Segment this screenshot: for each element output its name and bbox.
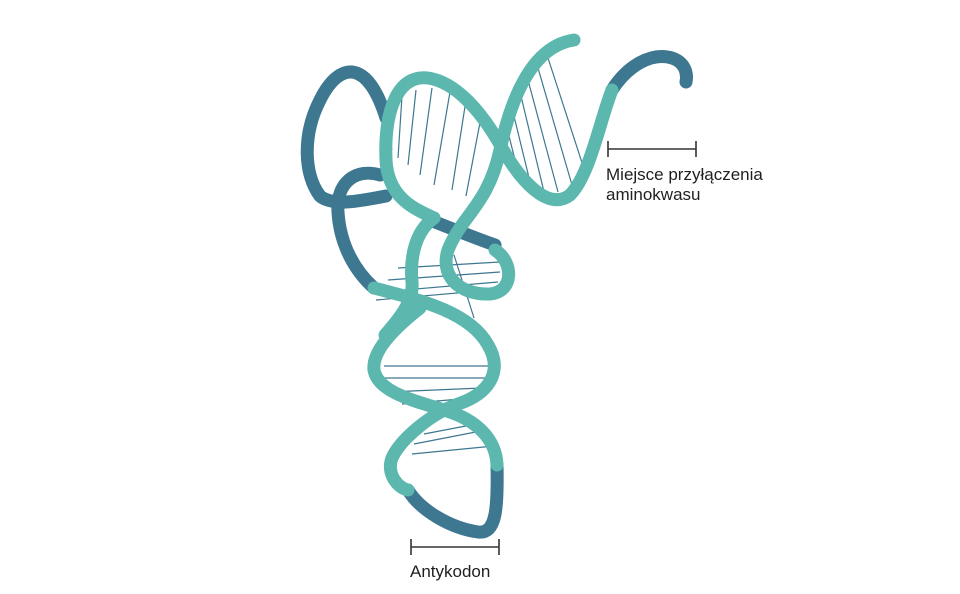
amino-acid-site-label-line2: aminokwasu <box>606 185 701 204</box>
amino-acid-site-label-line1: Miejsce przyłączenia <box>606 165 763 184</box>
amino-acid-site-bracket <box>607 141 697 157</box>
anticodon-label: Antykodon <box>410 562 491 581</box>
brackets <box>410 141 697 555</box>
helix-strands <box>367 33 619 497</box>
anticodon-bracket <box>410 539 500 555</box>
amino-acid-site-label: Miejsce przyłączenia aminokwasu <box>606 165 763 205</box>
